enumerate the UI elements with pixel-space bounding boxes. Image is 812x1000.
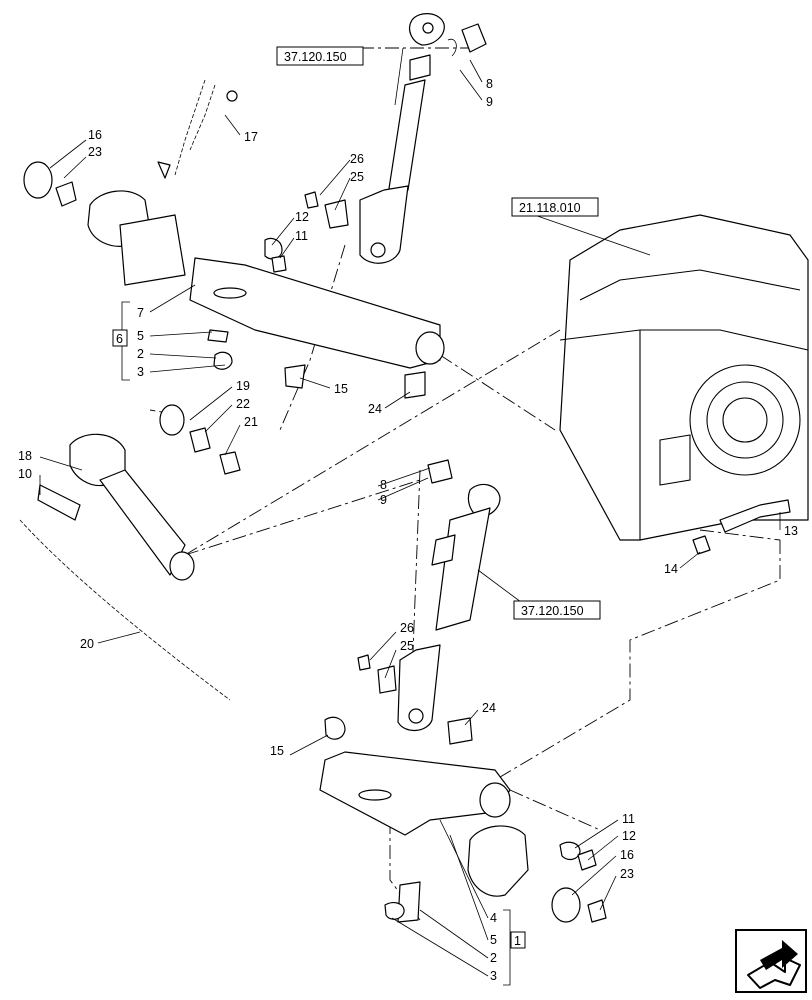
callout: 8 (486, 77, 493, 91)
callout: 13 (784, 524, 798, 538)
lower-link-lower (319, 716, 607, 923)
check-chain-lower (19, 519, 231, 701)
lower-link-left (37, 404, 241, 581)
callout: 15 (270, 744, 284, 758)
callout: 4 (490, 911, 497, 925)
callout: 5 (137, 329, 144, 343)
check-chain-upper (157, 79, 238, 179)
callout: 17 (244, 130, 258, 144)
callout: 16 (620, 848, 634, 862)
callout: 11 (622, 812, 635, 826)
callout: 2 (137, 347, 144, 361)
callout: 21 (244, 415, 258, 429)
leader-lines (39, 47, 781, 986)
callout: 24 (368, 402, 382, 416)
callout-labels: 16 23 17 8 9 26 25 12 11 7 5 2 3 6 15 24… (18, 77, 798, 983)
callout: 10 (18, 467, 32, 481)
lift-rod-lower (357, 459, 501, 745)
callout: 1 (514, 934, 521, 948)
callout: 9 (486, 95, 493, 109)
reference-box-gearbox[interactable]: 21.118.010 (511, 197, 599, 217)
callout: 15 (334, 382, 348, 396)
reference-label: 37.120.150 (521, 604, 584, 618)
callout: 8 (380, 478, 387, 492)
assembly-lines (149, 47, 781, 921)
reference-label: 21.118.010 (519, 201, 581, 215)
callout: 9 (380, 493, 387, 507)
callout: 3 (137, 365, 144, 379)
callout: 26 (350, 152, 364, 166)
callout: 22 (236, 397, 250, 411)
callout: 11 (295, 229, 308, 243)
callout: 12 (622, 829, 636, 843)
callout: 2 (490, 951, 497, 965)
callout: 23 (88, 145, 102, 159)
callout: 12 (295, 210, 309, 224)
callout: 25 (400, 639, 414, 653)
callout: 26 (400, 621, 414, 635)
callout: 25 (350, 170, 364, 184)
reference-label: 37.120.150 (284, 50, 347, 64)
callout: 19 (236, 379, 250, 393)
reference-box-middle[interactable]: 37.120.150 (513, 600, 601, 620)
callout: 3 (490, 969, 497, 983)
callout: 18 (18, 449, 32, 463)
next-page-icon[interactable] (735, 929, 807, 993)
callout: 23 (620, 867, 634, 881)
rear-axle-housing (559, 214, 809, 555)
lift-rod-upper (359, 13, 487, 264)
lower-link-upper (23, 161, 445, 399)
callout: 7 (137, 306, 144, 320)
callout: 20 (80, 637, 94, 651)
callout: 14 (664, 562, 678, 576)
reference-box-top[interactable]: 37.120.150 (276, 46, 364, 66)
callout: 16 (88, 128, 102, 142)
callout: 5 (490, 933, 497, 947)
callout: 24 (482, 701, 496, 715)
callout-box-6[interactable]: 6 (112, 329, 128, 347)
callout-box-1[interactable]: 1 (510, 931, 526, 949)
callout: 6 (116, 332, 123, 346)
